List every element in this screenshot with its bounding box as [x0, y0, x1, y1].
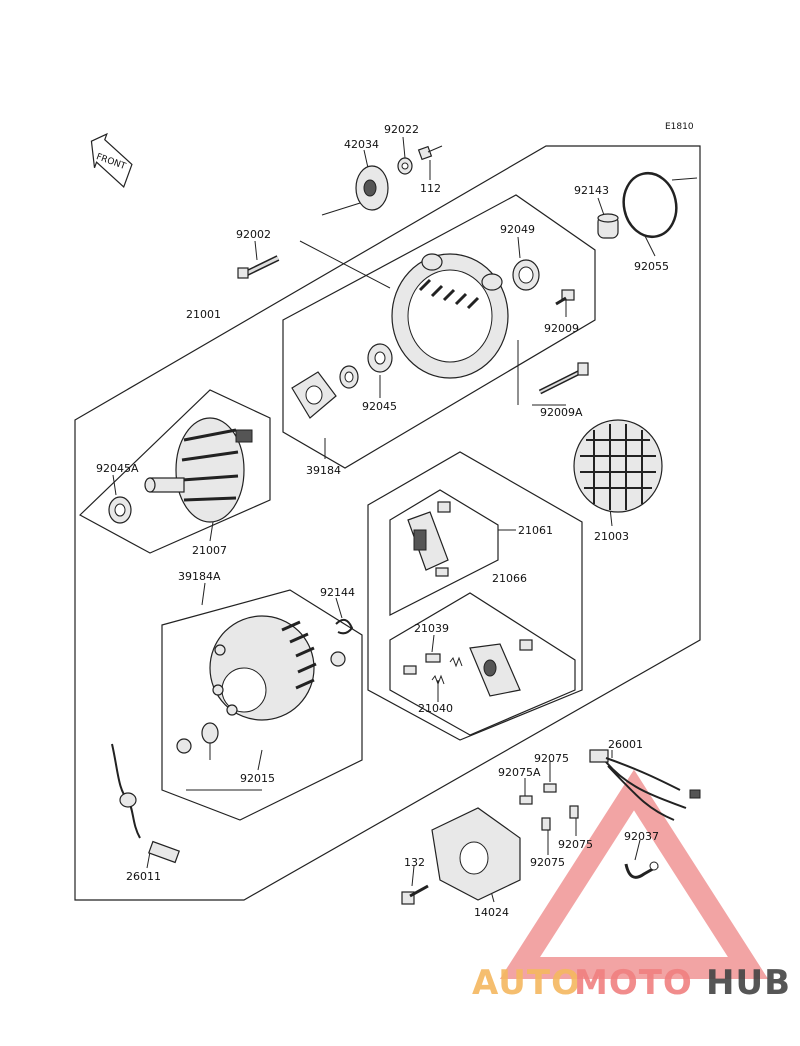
label-26001: 26001: [608, 738, 643, 751]
label-92144: 92144: [320, 586, 355, 599]
brush-holder-part: [407, 501, 451, 577]
bearing-part: [339, 343, 393, 389]
label-92049: 92049: [500, 223, 535, 236]
label-92045: 92045: [362, 400, 397, 413]
long-screw-part: [538, 362, 589, 395]
label-92037: 92037: [624, 830, 659, 843]
front-cover-part: [391, 253, 509, 379]
rear-cover-part: [431, 807, 521, 901]
label-92002: 92002: [236, 228, 271, 241]
label-132: 132: [404, 856, 425, 869]
label-21061: 21061: [518, 524, 553, 537]
label-92009A: 92009A: [540, 406, 583, 419]
o-ring-part: [622, 171, 678, 239]
nut-set-part: [176, 651, 346, 754]
label-21007: 21007: [192, 544, 227, 557]
label-42034: 42034: [344, 138, 379, 151]
cap-part: [597, 213, 619, 239]
watermark-auto: AUTO: [472, 963, 581, 1003]
rear-housing-part: [209, 615, 317, 721]
watermark-hub: HUB: [706, 963, 791, 1003]
regulator-part: [469, 639, 533, 697]
seal-part: [512, 259, 540, 291]
rear-housing-frame: [161, 589, 363, 821]
label-92055: 92055: [634, 260, 669, 273]
label-39184A: 39184A: [178, 570, 221, 583]
watermark-moto: MOTO: [574, 963, 693, 1003]
label-92009: 92009: [544, 322, 579, 335]
wire-harness-part: [589, 749, 701, 821]
main-frame: [74, 145, 701, 901]
rotor-frame: [78, 389, 271, 554]
brush-frame: [367, 451, 583, 741]
regulator-frame: [389, 592, 576, 736]
label-92075-top: 92075: [534, 752, 569, 765]
leader-lines: [112, 136, 698, 903]
brush-holder-frame: [389, 489, 499, 616]
pulley-fan-part: [355, 165, 389, 211]
label-14024: 14024: [474, 906, 509, 919]
label-21040: 21040: [418, 702, 453, 715]
stator-part: [573, 419, 663, 513]
label-112: 112: [420, 182, 441, 195]
label-21066: 21066: [492, 572, 527, 585]
diagram-code: E1810: [665, 122, 694, 132]
label-21001: 21001: [186, 308, 221, 321]
label-92045A: 92045A: [96, 462, 139, 475]
nut-part: [417, 145, 443, 161]
rotor-part: [144, 417, 253, 523]
label-92015: 92015: [240, 772, 275, 785]
label-39184: 39184: [306, 464, 341, 477]
watermark-logo: AUTO MOTO HUB: [472, 963, 791, 1003]
label-21003: 21003: [594, 530, 629, 543]
small-bearing-part: [108, 496, 132, 524]
plate-part: [291, 371, 337, 419]
wire-lead-part: [111, 743, 180, 864]
long-bolt-part: [237, 255, 280, 279]
brush-part: [403, 653, 463, 686]
cover-frame: [282, 194, 596, 469]
label-92022: 92022: [384, 123, 419, 136]
label-26011: 26011: [126, 870, 161, 883]
label-92143: 92143: [574, 184, 609, 197]
screw-part: [555, 289, 575, 306]
label-21039: 21039: [414, 622, 449, 635]
label-92075-bottom: 92075: [530, 856, 565, 869]
clip-part: [335, 618, 354, 635]
watermark-triangle: [499, 769, 769, 979]
washer-part: [397, 157, 413, 175]
bolt-part: [401, 884, 429, 905]
front-arrow-icon: FRONT: [90, 132, 133, 189]
label-92075-right: 92075: [558, 838, 593, 851]
label-92075A: 92075A: [498, 766, 541, 779]
clamp-part: [624, 861, 659, 879]
rubber-block-part: [519, 783, 579, 831]
